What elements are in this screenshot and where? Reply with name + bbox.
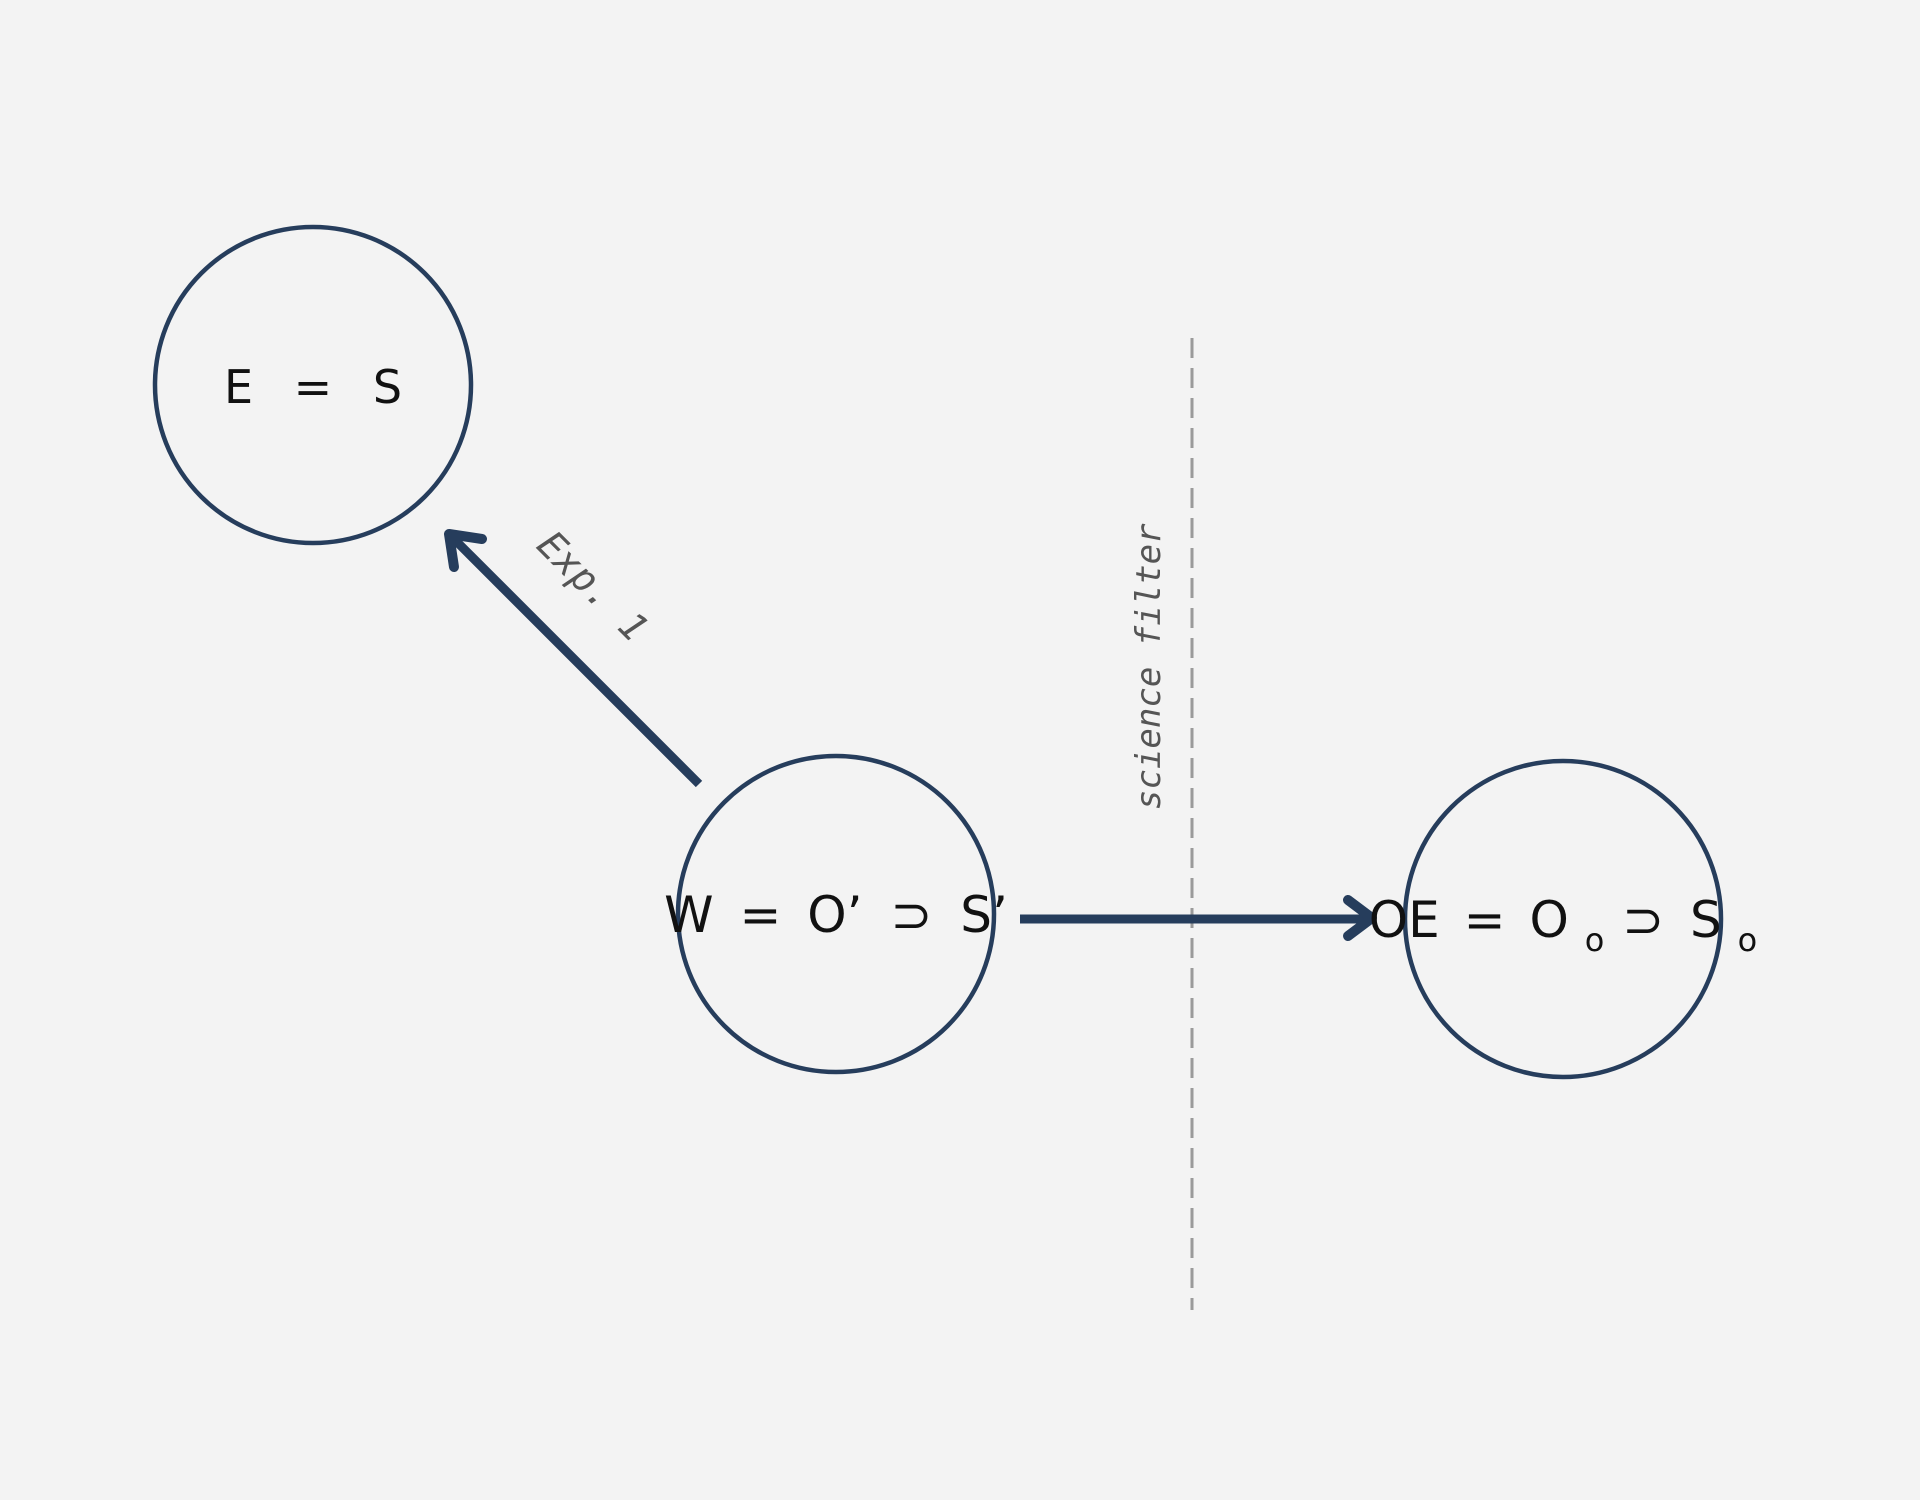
- node-top-left-label: E = S: [224, 360, 402, 414]
- node-right-oe: OE: [1369, 891, 1440, 949]
- node-top-left-eq: =: [294, 360, 333, 414]
- divider-label: science filter: [1129, 523, 1169, 810]
- node-center-superset: ⊃: [890, 886, 932, 944]
- node-center-o: O’: [807, 886, 862, 944]
- node-top-left: E = S: [152, 224, 474, 546]
- node-right-o-subscript: o: [1585, 921, 1605, 959]
- node-right-eq: =: [1464, 891, 1506, 949]
- node-right-superset: ⊃: [1622, 891, 1664, 949]
- node-top-left-s: S: [373, 360, 402, 414]
- arrow-exp1: [444, 529, 703, 788]
- node-center-eq: =: [739, 886, 781, 944]
- node-right-label: OE = O o ⊃ S o: [1369, 891, 1757, 963]
- node-right-s: S: [1690, 891, 1722, 949]
- node-center: W = O’ ⊃ S’: [664, 753, 1008, 1075]
- node-center-label: W = O’ ⊃ S’: [664, 886, 1008, 944]
- node-right: OE = O o ⊃ S o: [1369, 758, 1757, 1080]
- node-right-o: O: [1529, 891, 1568, 949]
- arrow-to-observation: [1020, 895, 1377, 941]
- node-right-s-subscript: o: [1738, 921, 1758, 959]
- node-center-w: W: [664, 886, 713, 944]
- node-center-s: S’: [960, 886, 1008, 944]
- node-top-left-e: E: [224, 360, 253, 414]
